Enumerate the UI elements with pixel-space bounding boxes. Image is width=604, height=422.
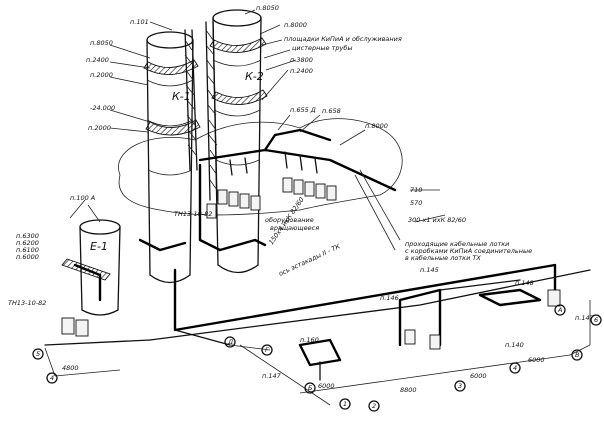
dim-4800: 4800 [62, 364, 79, 372]
elev-left-8050: п.8050 [90, 39, 113, 47]
e1-platform [61, 258, 111, 281]
axis-markers [32, 304, 602, 412]
axis-label-g: Г [265, 346, 270, 354]
junction-box-group-1 [206, 189, 261, 219]
axis-label-4b: 4 [513, 364, 517, 372]
elev-r-655: п.655 Д [290, 106, 316, 114]
elev-p-145: п.145 [420, 266, 439, 274]
axis-label-6: 6 [594, 316, 598, 324]
e1-pump-2 [75, 319, 89, 337]
grid-dimensions [44, 300, 591, 406]
platform-k1-mid [145, 119, 201, 136]
note-equipment-2: вращающееся [270, 224, 319, 232]
junction-box-group-2 [282, 177, 337, 201]
elev-mid-3800: п.3800 [290, 56, 313, 64]
elev-e1-6100: п.6100 [16, 246, 39, 254]
elev-e1-6000: п.6000 [16, 253, 39, 261]
k2-label: К-2 [245, 70, 264, 83]
axis-label-a: А [557, 306, 562, 314]
note-trays-3: в кабельные лотки ТХ [405, 254, 481, 262]
platform-k2-upper [209, 37, 267, 53]
axis-label-2: 2 [372, 402, 376, 410]
dim-6000-b: 6000 [470, 372, 487, 380]
elev-r-658: п.658 [322, 107, 341, 115]
note-platforms-1: площадки КиПиА и обслуживания [284, 35, 402, 43]
elev-p-146: п.146 [380, 294, 399, 302]
elev-e1-6200: п.6200 [16, 239, 39, 247]
elev-p-140: п.140 [505, 341, 524, 349]
elev-left-2400: п.2400 [86, 56, 109, 64]
note-hanger-2: ТН13-10-82 [8, 299, 46, 307]
note-line-spec-1: 300 x1 ихК 82/60 [408, 216, 466, 224]
axis-label-v: В [575, 351, 580, 359]
elev-e1-6300: п.6300 [16, 232, 39, 240]
elev-p-148: п.148 [515, 279, 534, 287]
elev-neg-2400: -24.000 [90, 104, 115, 112]
axis-label-1: 1 [343, 400, 347, 408]
axis-label-3: 3 [458, 382, 462, 390]
k1-label: К-1 [172, 90, 191, 103]
lower-structure-right [398, 279, 561, 350]
axis-label-5: 5 [36, 350, 40, 358]
e1-label: Е-1 [90, 240, 108, 253]
site-boundary-outline [118, 118, 403, 216]
note-trays-1: проходящие кабельные лотки [405, 240, 509, 248]
axis-label-4: 4 [50, 374, 54, 382]
dim-6000-c: 6000 [528, 356, 545, 364]
elev-s-710: 710 [410, 186, 422, 194]
elev-top-left: п.101 [130, 18, 149, 26]
e1-pump-1 [61, 317, 75, 335]
dim-6000-a: 6000 [318, 382, 335, 390]
note-platforms-2: цистерные трубы [292, 44, 352, 52]
note-hanger-1: ТН13-10-82 [174, 210, 212, 218]
elev-p-160: п.160 [300, 336, 319, 344]
elev-right-8000: п.8000 [284, 21, 307, 29]
pipe-rack-trunk [44, 263, 591, 346]
elev-p-147: п.147 [262, 372, 282, 380]
elev-s-570: 570 [410, 199, 422, 207]
elev-p-147b: п.147 [575, 314, 595, 322]
axis-label-b: Б [308, 384, 313, 392]
elev-mid-2400: п.2400 [290, 67, 313, 75]
axis-label-d: Д [227, 338, 233, 346]
leader-lines [69, 9, 446, 251]
ladder-structure-k1 [184, 29, 198, 171]
platform-k1-upper [143, 59, 199, 75]
elev-left-2000b: п.2000 [88, 124, 111, 132]
platform-k2-mid [211, 89, 268, 105]
elev-left-2000: п.2000 [90, 71, 113, 79]
elev-r-8000: п.8000 [365, 122, 388, 130]
lower-structure-left [298, 338, 342, 381]
ladder-structure-k2 [205, 21, 218, 201]
dim-8800: 8800 [400, 386, 417, 394]
elev-e1-100: п.100 А [70, 194, 95, 202]
elev-top-right: п.8050 [256, 4, 279, 12]
note-equipment-1: оборудование [265, 216, 314, 224]
note-trays-2: с коробками КиПиА соединительные [405, 247, 532, 255]
note-axis-cross: ось эстакады ІІ - ТК [277, 242, 341, 278]
